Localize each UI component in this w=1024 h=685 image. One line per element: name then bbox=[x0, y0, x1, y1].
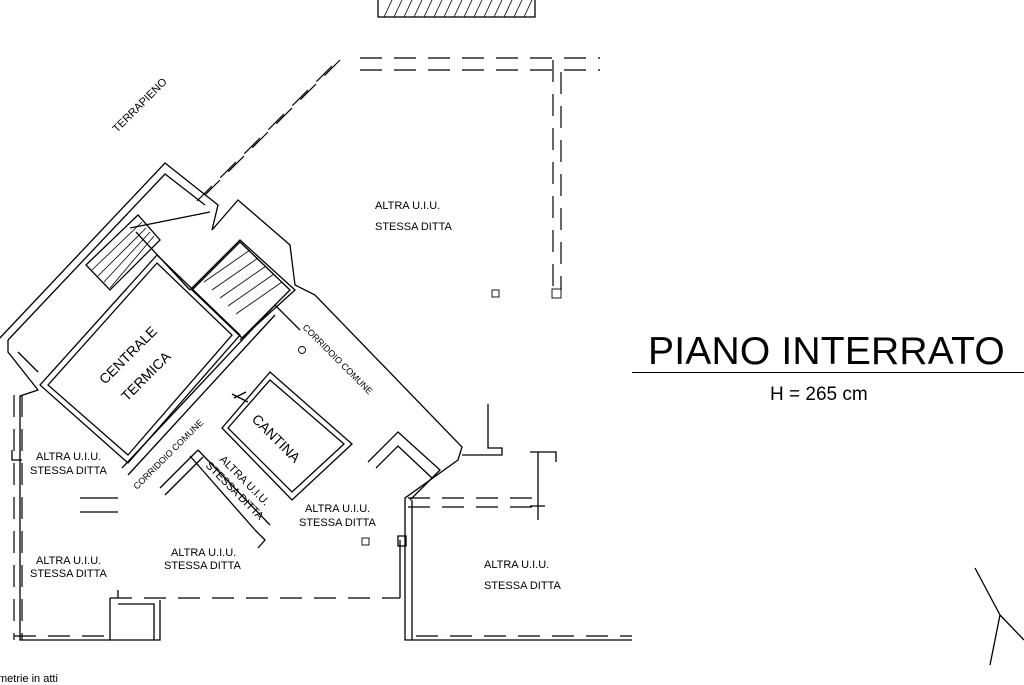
height-label: H = 265 cm bbox=[770, 384, 868, 405]
unit-top-right-line1: ALTRA U.I.U. bbox=[375, 200, 440, 212]
staircase-center bbox=[191, 241, 291, 339]
unit-center-lower-line1: ALTRA U.I.U. bbox=[171, 547, 236, 559]
dashed-boundaries bbox=[13, 57, 632, 640]
unit-left-lower-line2: STESSA DITTA bbox=[30, 568, 107, 580]
unit-left-lower-line1: ALTRA U.I.U. bbox=[36, 555, 101, 567]
unit-bottom-right-line2: STESSA DITTA bbox=[484, 580, 561, 592]
plan-title: PIANO INTERRATO bbox=[648, 330, 1005, 373]
unit-bottom-right-line1: ALTRA U.I.U. bbox=[484, 559, 549, 571]
unit-top-right-line2: STESSA DITTA bbox=[375, 221, 452, 233]
unit-center-lower-line2: STESSA DITTA bbox=[164, 560, 241, 572]
title-underline bbox=[632, 372, 1024, 373]
fixtures bbox=[11, 288, 1024, 666]
unit-center-right-line1: ALTRA U.I.U. bbox=[305, 503, 370, 515]
unit-left-upper-line2: STESSA DITTA bbox=[30, 465, 107, 477]
corridoio-label-right: CORRIDOIO COMUNE bbox=[301, 322, 375, 396]
terrapieno-label: TERRAPIENO bbox=[111, 76, 170, 135]
unit-left-upper-line1: ALTRA U.I.U. bbox=[36, 451, 101, 463]
building-walls bbox=[0, 162, 632, 641]
unit-center-right-line2: STESSA DITTA bbox=[299, 517, 376, 529]
staircase-left bbox=[85, 214, 161, 291]
footer-note: metrie in atti bbox=[0, 673, 58, 685]
top-stair-fragment bbox=[377, 0, 536, 18]
